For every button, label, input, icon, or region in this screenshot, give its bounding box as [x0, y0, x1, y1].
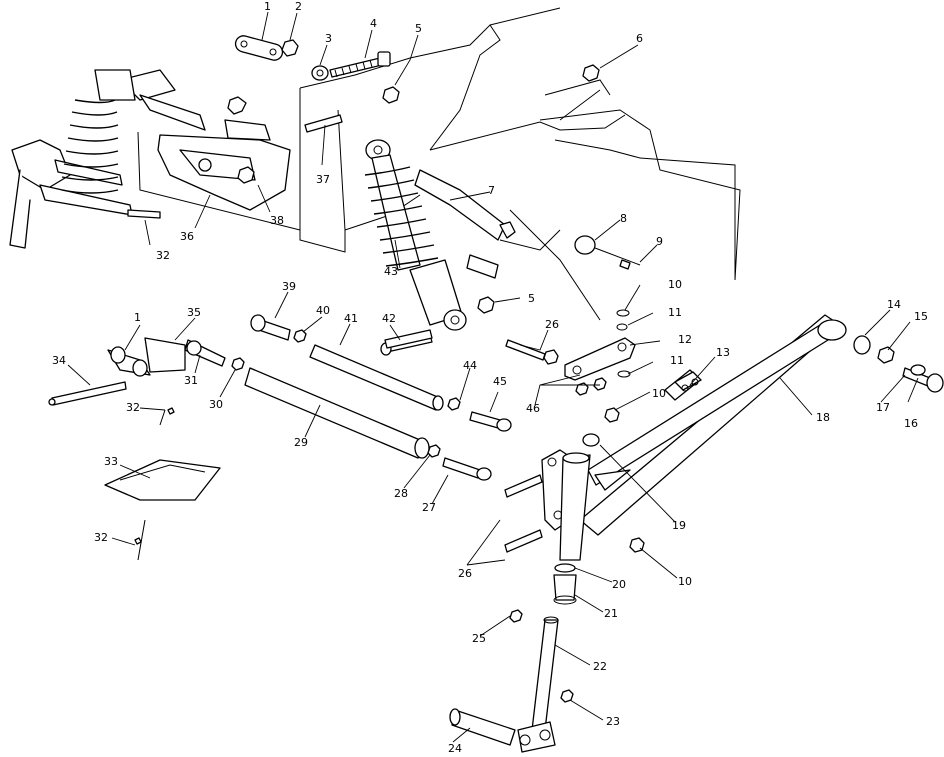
callout-3: 3 — [325, 32, 332, 45]
callout-23: 23 — [606, 715, 620, 728]
callout-28: 28 — [394, 487, 408, 500]
callout-24: 24 — [448, 742, 462, 755]
upper-hardware — [234, 35, 600, 104]
frame-outline — [137, 7, 741, 281]
tie-rods — [244, 314, 512, 481]
shock-bolts — [227, 96, 433, 349]
callout-14: 14 — [887, 298, 901, 311]
link-plate — [505, 309, 636, 423]
callout-16: 16 — [904, 417, 918, 430]
callout-1-top: 1 — [264, 0, 271, 13]
callout-44: 44 — [463, 359, 477, 372]
callout-37: 37 — [316, 173, 330, 186]
right-bushing-hardware — [853, 335, 944, 393]
callout-36: 36 — [180, 230, 194, 243]
callout-32-bottom: 32 — [94, 531, 108, 544]
callout-21: 21 — [604, 607, 618, 620]
callout-41: 41 — [344, 312, 358, 325]
callout-39: 39 — [282, 280, 296, 293]
callout-20: 20 — [612, 578, 626, 591]
shock-absorber — [364, 139, 467, 331]
callout-10-b: 10 — [652, 387, 666, 400]
callout-12: 12 — [678, 333, 692, 346]
callout-32-mid: 32 — [126, 401, 140, 414]
callout-11-b: 11 — [670, 354, 684, 367]
callout-11-a: 11 — [668, 306, 682, 319]
callout-26-top: 26 — [545, 318, 559, 331]
callout-42: 42 — [382, 312, 396, 325]
callout-8: 8 — [620, 212, 627, 225]
callout-15: 15 — [914, 310, 928, 323]
leader-lines — [67, 11, 919, 743]
callout-9: 9 — [656, 235, 663, 248]
callout-19: 19 — [672, 519, 686, 532]
callout-5-top: 5 — [415, 22, 422, 35]
callout-4: 4 — [370, 17, 377, 30]
callout-46: 46 — [526, 402, 540, 415]
callout-10-c: 10 — [678, 575, 692, 588]
callout-33: 33 — [104, 455, 118, 468]
spindle-assembly — [449, 433, 645, 753]
callout-2: 2 — [295, 0, 302, 13]
callout-38: 38 — [270, 214, 284, 227]
callout-35: 35 — [187, 306, 201, 319]
callout-13: 13 — [716, 346, 730, 359]
callout-40: 40 — [316, 304, 330, 317]
callout-25: 25 — [472, 632, 486, 645]
callout-labels: 1 2 3 4 5 6 37 36 38 32 7 8 9 43 5 10 11… — [52, 0, 928, 755]
left-steering-hardware — [48, 209, 245, 561]
callout-22: 22 — [593, 660, 607, 673]
callout-27: 27 — [422, 501, 436, 514]
callout-18: 18 — [816, 411, 830, 424]
callout-10-a: 10 — [668, 278, 682, 291]
upper-arm-link — [414, 169, 641, 321]
callout-29: 29 — [294, 436, 308, 449]
callout-5-mid: 5 — [528, 292, 535, 305]
callout-31: 31 — [184, 374, 198, 387]
callout-6: 6 — [636, 32, 643, 45]
callout-34: 34 — [52, 354, 66, 367]
callout-7: 7 — [488, 184, 495, 197]
left-suspension-assembly — [9, 69, 206, 249]
callout-17: 17 — [876, 401, 890, 414]
a-arm — [579, 314, 847, 536]
callout-45: 45 — [493, 375, 507, 388]
callout-32-top: 32 — [156, 249, 170, 262]
callout-43: 43 — [384, 265, 398, 278]
callout-1-left: 1 — [134, 311, 141, 324]
shock-mount-bracket — [157, 119, 291, 211]
callout-30: 30 — [209, 398, 223, 411]
callout-26-bottom: 26 — [458, 567, 472, 580]
